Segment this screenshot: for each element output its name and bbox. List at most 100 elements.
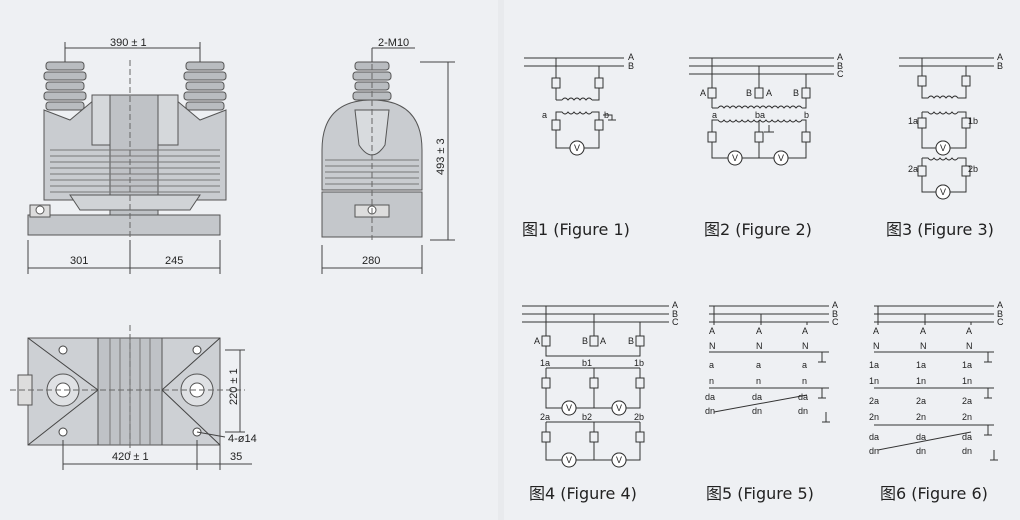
fig3-label-1b: 1b: [968, 116, 978, 126]
fig6-A3: A: [966, 326, 972, 336]
fig6-label-A: A: [997, 300, 1003, 310]
fig5-n2: n: [756, 376, 761, 386]
fig6-A2: A: [920, 326, 926, 336]
wiring-diagrams: A B a b V A B C A B A B a ba b V V A B 1…: [522, 52, 1004, 468]
fig2-coil-B2: B: [793, 88, 799, 98]
fig5-A1: A: [709, 326, 715, 336]
fig6-1n2: 1n: [916, 376, 926, 386]
fig6-2n1: 2n: [869, 412, 879, 422]
fig4-label-2b: b2: [582, 412, 592, 422]
side-view: [321, 47, 455, 274]
fig2-coil-A2: A: [766, 88, 772, 98]
fig6-2a2: 2a: [916, 396, 926, 406]
fig2-label-B: B: [837, 61, 843, 71]
plan-dim-bottom: 420 ± 1: [112, 451, 149, 463]
fig2-label-b: b: [804, 110, 809, 120]
fig4-label-A: A: [672, 300, 678, 310]
fig6-da3: da: [962, 432, 972, 442]
fig1-label-A: A: [628, 52, 634, 62]
fig4-label-V4: V: [616, 455, 622, 465]
fig6-A1: A: [873, 326, 879, 336]
fig6-N2: N: [920, 341, 927, 351]
fig4-label-2b-end: 2b: [634, 412, 644, 422]
fig6-N1: N: [873, 341, 880, 351]
fig3-label-2a: 2a: [908, 164, 918, 174]
figure-4-diagram: [522, 305, 669, 468]
fig4-label-V1: V: [566, 403, 572, 413]
fig3-label-A: A: [997, 52, 1003, 62]
transformer-drawing: 390 ± 1 301 245 2-M10 493 ± 3 280 220 ± …: [10, 37, 455, 470]
fig2-label-V2: V: [778, 153, 784, 163]
figure-6-diagram: [874, 305, 998, 461]
plan-view: [10, 325, 252, 470]
fig5-da1: da: [705, 392, 715, 402]
fig6-1n3: 1n: [962, 376, 972, 386]
figure-6-caption: 图6 (Figure 6): [880, 484, 988, 503]
fig4-label-2a: 2a: [540, 412, 550, 422]
fig2-label-C: C: [837, 69, 844, 79]
fig5-A3: A: [802, 326, 808, 336]
fig3-label-2b: 2b: [968, 164, 978, 174]
front-dim-left: 301: [70, 255, 88, 267]
fig4-label-B: B: [672, 309, 678, 319]
fig3-label-V2: V: [940, 187, 946, 197]
fig4-coil-A2: A: [600, 336, 606, 346]
fig1-label-B: B: [628, 61, 634, 71]
fig2-label-A: A: [837, 52, 843, 62]
fig5-label-C: C: [832, 317, 839, 327]
plan-dim-height: 220 ± 1: [228, 368, 240, 405]
fig6-dn3: dn: [962, 446, 972, 456]
fig6-1a1: 1a: [869, 360, 879, 370]
front-dim-top: 390 ± 1: [110, 37, 147, 49]
plan-dim-holes: 4-ø14: [228, 433, 257, 445]
fig2-coil-B: B: [746, 88, 752, 98]
side-dim-top: 2-M10: [378, 37, 409, 49]
fig3-label-1a: 1a: [908, 116, 918, 126]
figure-3-diagram: [899, 57, 994, 200]
fig5-dn1: dn: [705, 406, 715, 416]
fig5-n1: n: [709, 376, 714, 386]
fig4-label-C: C: [672, 317, 679, 327]
fig5-da3: da: [798, 392, 808, 402]
figure-5-diagram: [709, 305, 830, 423]
fig6-1a2: 1a: [916, 360, 926, 370]
figure-3-caption: 图3 (Figure 3): [886, 220, 994, 239]
fig5-da2: da: [752, 392, 762, 402]
figure-5-caption: 图5 (Figure 5): [706, 484, 814, 503]
fig5-n3: n: [802, 376, 807, 386]
fig1-label-b: b: [604, 110, 609, 120]
fig6-da1: da: [869, 432, 879, 442]
fig5-a1: a: [709, 360, 714, 370]
fig5-A2: A: [756, 326, 762, 336]
fig5-a2: a: [756, 360, 761, 370]
figure-1-caption: 图1 (Figure 1): [522, 220, 630, 239]
fig6-2n2: 2n: [916, 412, 926, 422]
fig4-label-1b: b1: [582, 358, 592, 368]
side-dim-height: 493 ± 3: [435, 138, 447, 175]
fig4-coil-B: B: [582, 336, 588, 346]
front-view: [27, 42, 227, 274]
figure-2-caption: 图2 (Figure 2): [704, 220, 812, 239]
fig5-N2: N: [756, 341, 763, 351]
figure-4-caption: 图4 (Figure 4): [529, 484, 637, 503]
front-dim-right: 245: [165, 255, 183, 267]
fig6-label-C: C: [997, 317, 1004, 327]
fig5-N3: N: [802, 341, 809, 351]
fig6-2a1: 2a: [869, 396, 879, 406]
fig5-N1: N: [709, 341, 716, 351]
fig3-label-B: B: [997, 61, 1003, 71]
fig4-coil-A: A: [534, 336, 540, 346]
fig5-dn3: dn: [798, 406, 808, 416]
fig6-2a3: 2a: [962, 396, 972, 406]
fig5-dn2: dn: [752, 406, 762, 416]
fig6-1a3: 1a: [962, 360, 972, 370]
fig6-label-B: B: [997, 309, 1003, 319]
side-dim-bottom: 280: [362, 255, 380, 267]
fig2-label-ba: ba: [755, 110, 765, 120]
fig6-da2: da: [916, 432, 926, 442]
fig6-1n1: 1n: [869, 376, 879, 386]
drawing-panel: 390 ± 1 301 245 2-M10 493 ± 3 280 220 ± …: [0, 0, 498, 520]
fig1-label-a: a: [542, 110, 547, 120]
fig4-label-1a: 1a: [540, 358, 550, 368]
fig2-coil-A: A: [700, 88, 706, 98]
